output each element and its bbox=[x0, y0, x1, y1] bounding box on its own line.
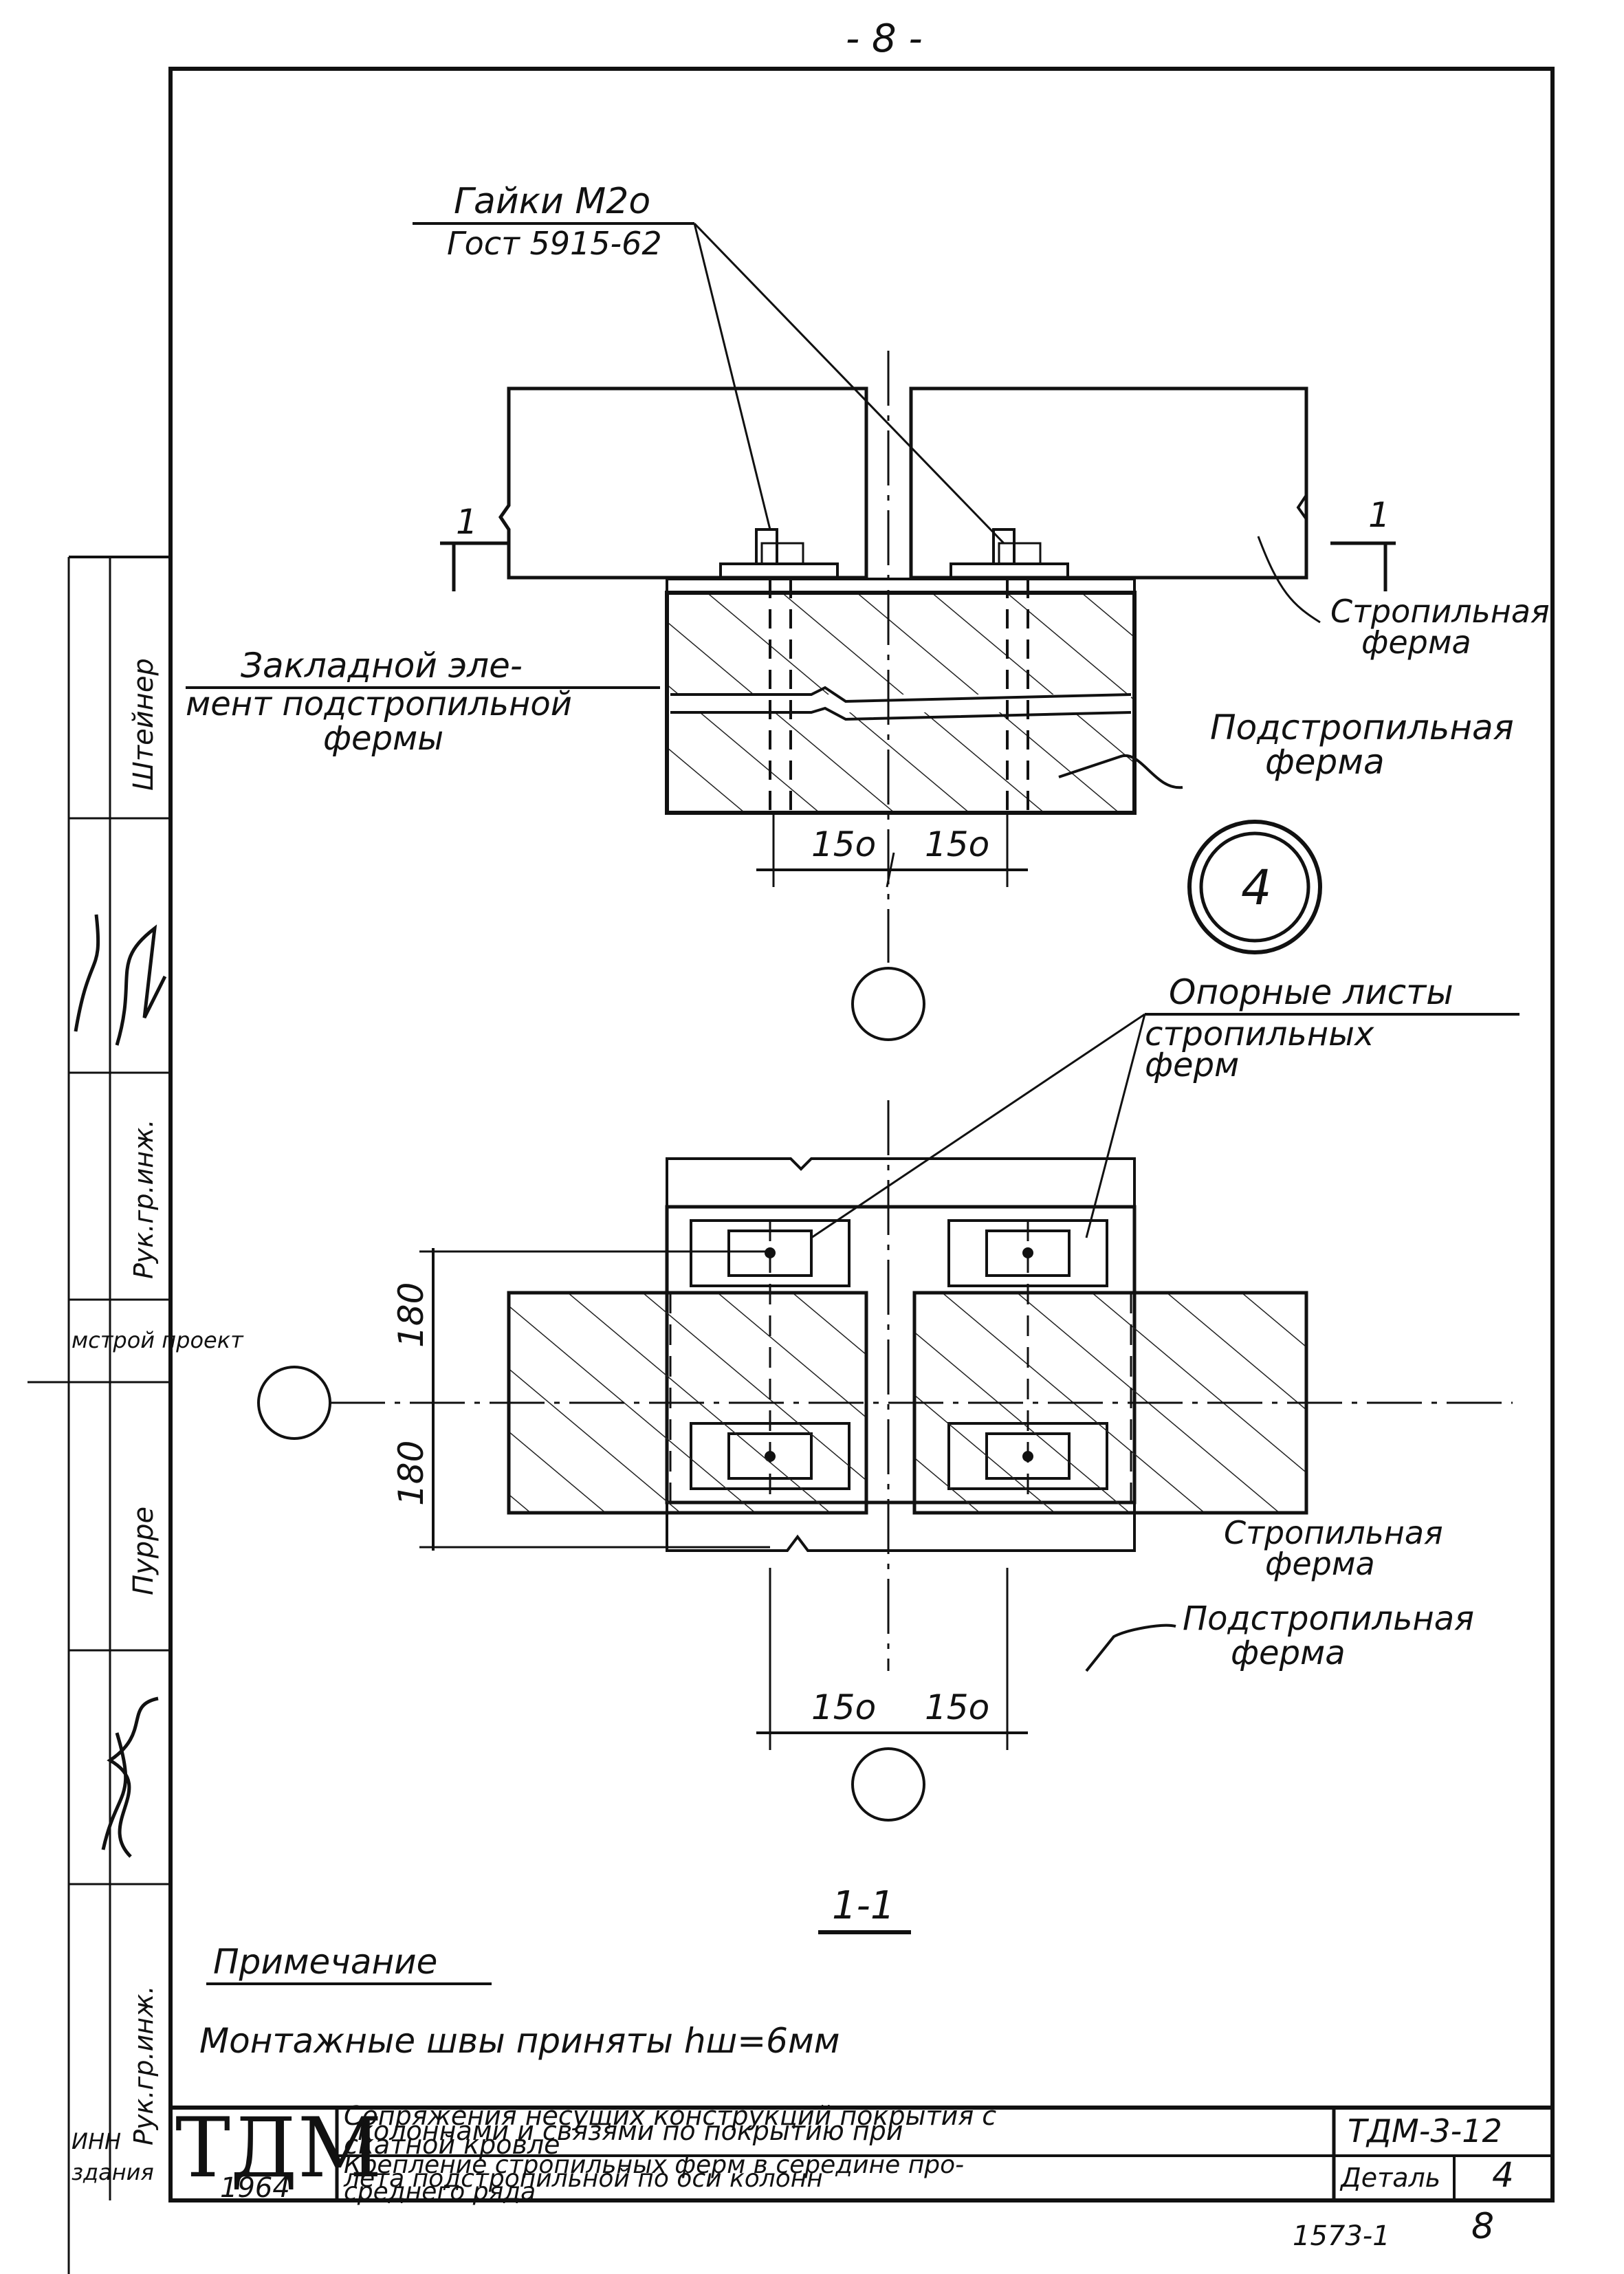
label-rafter-truss-b2: ферма bbox=[1265, 1545, 1375, 1582]
label-support-sheets-2: стропильных bbox=[1145, 1015, 1374, 1053]
label-sub-truss-b1: Подстропильная bbox=[1183, 1599, 1474, 1638]
label-nuts-standard: Гост 5915-62 bbox=[447, 225, 662, 262]
stamp-bottom-1: ИНН bbox=[72, 2128, 121, 2154]
plan-view: 180 180 15о 15о 1-1 bbox=[257, 1100, 1513, 1934]
dim-bottom-right: 15о bbox=[925, 1687, 989, 1727]
label-rafter-truss-1: Стропильная bbox=[1330, 593, 1550, 630]
stamp-cell-purre: Пурре bbox=[128, 1507, 160, 1595]
section-mark-left: 1 bbox=[456, 502, 478, 542]
axis-circle-bottom bbox=[851, 1747, 925, 1822]
label-rafter-truss-b1: Стропильная bbox=[1224, 1514, 1443, 1551]
note: Примечание Монтажные швы приняты hш=6мм bbox=[199, 1942, 840, 2061]
label-embedded-2: мент подстропильной bbox=[186, 685, 572, 723]
label-support-sheets-1: Опорные листы bbox=[1169, 972, 1453, 1012]
detail-circle-inner bbox=[1199, 831, 1310, 943]
stamp-cell-steiner: Штейнер bbox=[128, 658, 160, 791]
stamp-cell-role-1: Рук.гр.инж. bbox=[129, 1119, 159, 1279]
dim-vert-top: 180 bbox=[391, 1282, 431, 1348]
section-title: 1-1 bbox=[832, 1883, 895, 1928]
stamp-cell-org: мстрой проект bbox=[72, 1327, 244, 1353]
dim-top-right: 15о bbox=[925, 824, 989, 864]
note-text: Монтажные швы приняты hш=6мм bbox=[199, 2021, 840, 2061]
label-support-sheets-3: ферм bbox=[1145, 1046, 1239, 1084]
label-rafter-truss-2: ферма bbox=[1361, 624, 1471, 661]
section-mark-right: 1 bbox=[1368, 495, 1390, 535]
detail-circle-outer bbox=[1187, 820, 1322, 954]
title-line-3: скатной кровле bbox=[344, 2130, 560, 2160]
title-line-1: Сопряжения несущих конструкций покрытия … bbox=[344, 2101, 996, 2131]
label-sub-truss-b2: ферма bbox=[1231, 1634, 1346, 1672]
label-embedded-1: Закладной эле- bbox=[241, 646, 523, 686]
detail-label: Деталь bbox=[1339, 2163, 1440, 2193]
plan-labels: Опорные листы стропильных ферм Стропильн… bbox=[811, 972, 1519, 1672]
signature-1 bbox=[74, 914, 167, 1046]
axis-circle-left bbox=[257, 1366, 331, 1440]
footer-code: 1573-1 bbox=[1293, 2220, 1390, 2252]
signature-2 bbox=[101, 1696, 159, 1858]
subtitle-line-2: лета подстропильной по оси колонн bbox=[343, 2165, 823, 2193]
label-sub-truss-2: ферма bbox=[1265, 742, 1385, 782]
title-line-2: колоннами и связями по покрытию при bbox=[358, 2116, 903, 2146]
elevation-view: 1 1 15о 15о bbox=[440, 351, 1396, 1041]
dim-top-left: 15о bbox=[811, 824, 876, 864]
title-year: 1964 bbox=[220, 2172, 290, 2204]
stamp-cell-role-2: Рук.гр.инж. bbox=[129, 1986, 159, 2145]
org-logo: ТДМ bbox=[175, 2101, 382, 2196]
dim-vert-bottom: 180 bbox=[391, 1441, 431, 1506]
elevation-labels: Гайки М2о Гост 5915-62 Закладной эле- ме… bbox=[186, 181, 1550, 954]
label-sub-truss-1: Подстропильная bbox=[1210, 708, 1514, 747]
footer-sheet: 8 bbox=[1471, 2206, 1494, 2247]
page-number: - 8 - bbox=[846, 17, 923, 61]
label-embedded-3: фермы bbox=[323, 719, 443, 758]
axis-circle-top bbox=[851, 967, 925, 1041]
stamp-bottom-2: здания bbox=[72, 2159, 154, 2185]
label-nuts: Гайки М2о bbox=[454, 181, 650, 222]
note-title: Примечание bbox=[213, 1942, 437, 1982]
dim-bottom-left: 15о bbox=[811, 1687, 876, 1727]
detail-value: 4 bbox=[1492, 2155, 1514, 2195]
drawing-code: ТДМ-3-12 bbox=[1348, 2112, 1502, 2150]
sheet-frame bbox=[168, 67, 1555, 2202]
title-block: ТДМ 1964 Сопряжения несущих конструкций … bbox=[171, 2101, 1552, 2206]
subtitle-line-1: Крепление стропильных ферм в середине пр… bbox=[344, 2151, 964, 2179]
subtitle-line-3: среднего ряда bbox=[344, 2178, 536, 2206]
detail-number: 4 bbox=[1241, 860, 1272, 916]
side-stamp: Штейнер Пурре Рук.гр.инж. Рук.гр.инж. мс… bbox=[28, 556, 244, 2274]
